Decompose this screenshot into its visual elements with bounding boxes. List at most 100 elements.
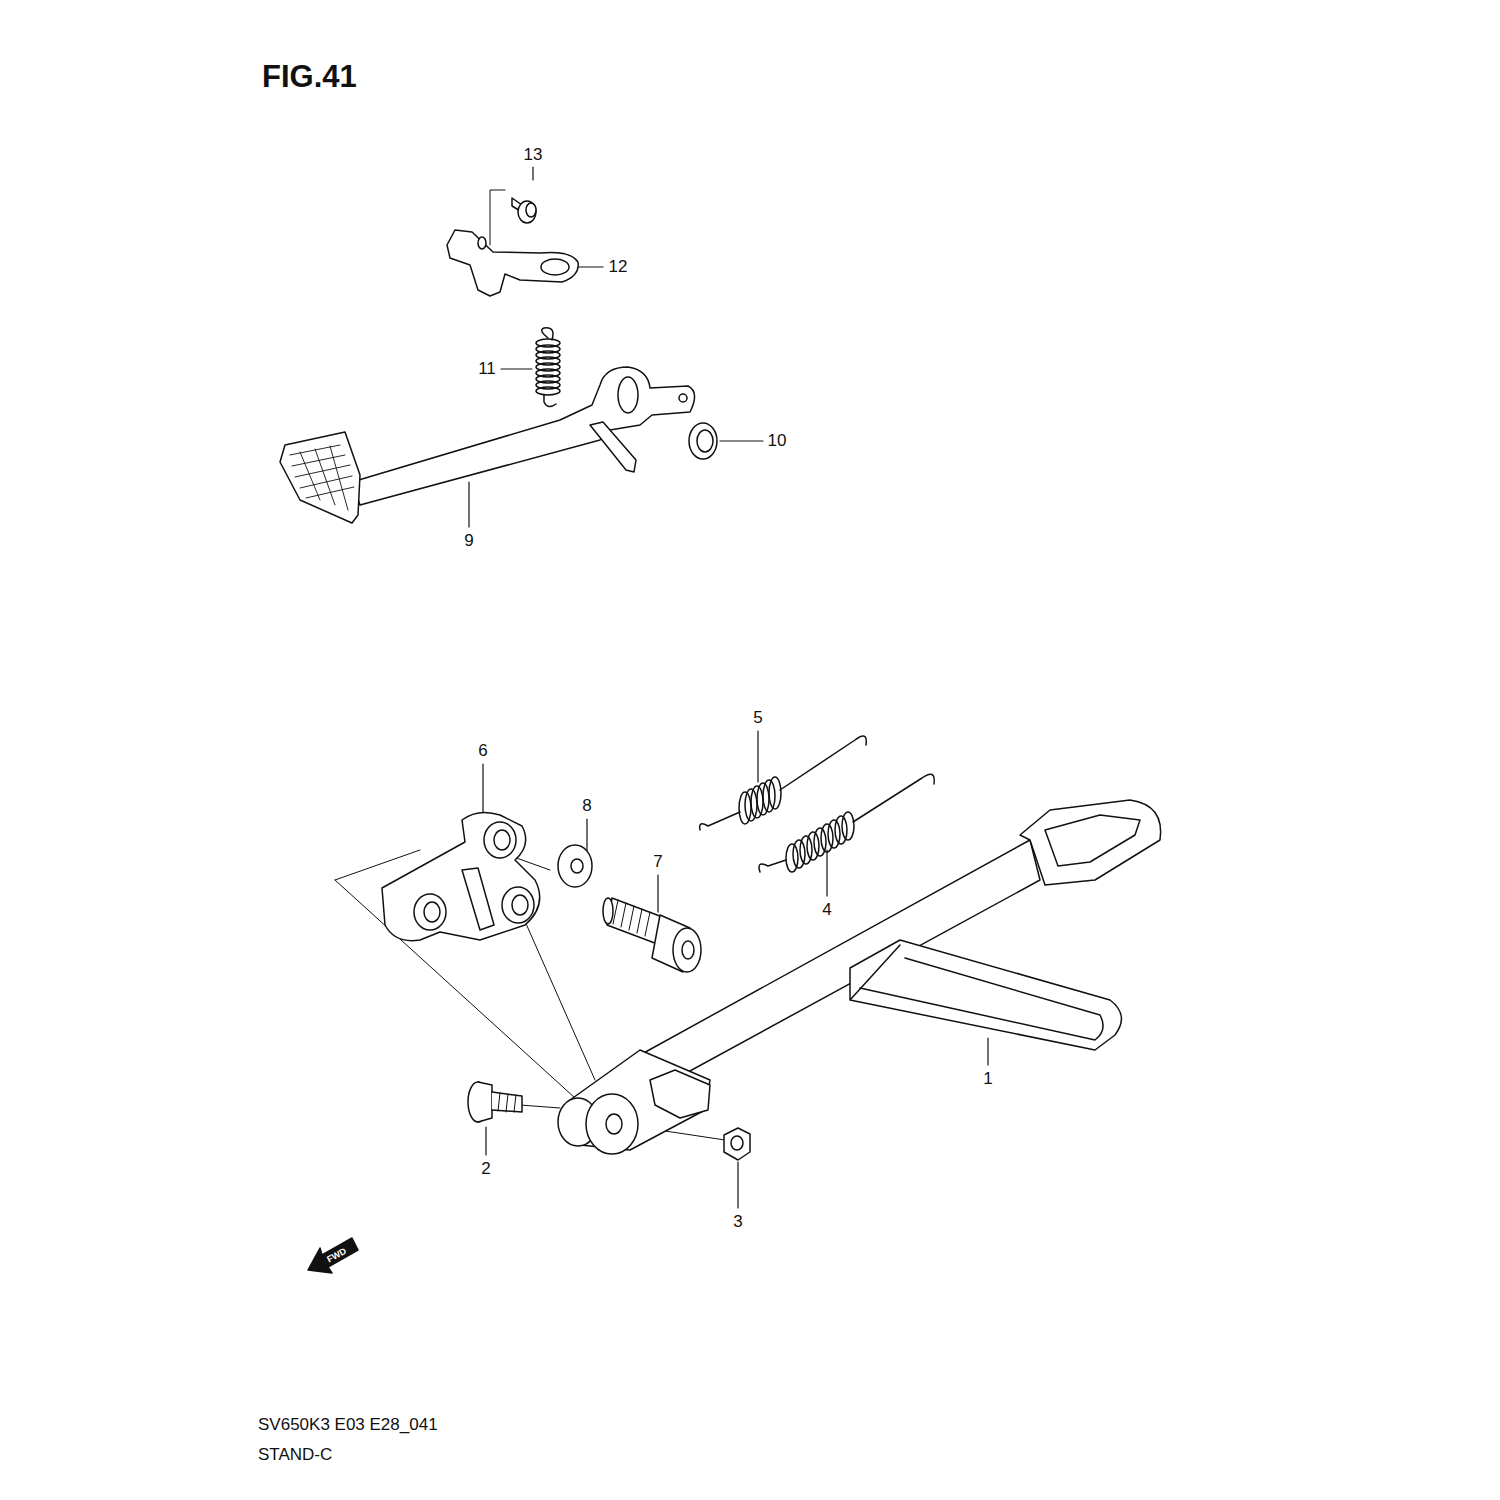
callout-number: 6 [478, 742, 487, 761]
spring-part [536, 387, 560, 395]
fwd-arrow [308, 1238, 358, 1273]
leader-line-part [532, 167, 533, 180]
shift-pedal-part [679, 394, 687, 402]
stand-bracket-part [512, 895, 528, 915]
shift-pedal [280, 367, 695, 523]
nut [724, 1128, 750, 1160]
bolt-part [526, 203, 536, 217]
assembly-line-part [520, 1105, 560, 1108]
spring-part [814, 828, 826, 856]
callout-number: 2 [481, 1160, 490, 1179]
washer-part [697, 430, 713, 452]
bracket-part [541, 259, 569, 275]
spring-part [793, 840, 805, 868]
callout-number: 10 [768, 432, 787, 451]
callout-number: 4 [822, 901, 831, 920]
shift-pedal-part [618, 377, 638, 413]
spring [536, 328, 560, 407]
callout-number: 13 [524, 146, 543, 165]
bolt-part [498, 1093, 516, 1112]
shift-pedal-part [280, 432, 360, 523]
spring-part [835, 816, 847, 844]
side-stand-part [650, 1070, 710, 1118]
assembly-line-part [520, 910, 595, 1080]
stand-bracket-part [424, 902, 440, 922]
spring-part [842, 812, 854, 840]
stand-bracket-part [502, 887, 534, 923]
bolt-part [682, 941, 694, 959]
bolt [512, 198, 536, 223]
spring-part [800, 836, 812, 864]
leader-line-part [501, 368, 532, 369]
leader-line-part [468, 482, 469, 527]
side-stand-part [1045, 815, 1140, 866]
section-name: STAND-C [258, 1446, 332, 1465]
side-stand-part [606, 1114, 622, 1134]
side-stand [558, 800, 1161, 1154]
washer-part [689, 423, 717, 459]
bolt-part [603, 898, 613, 924]
stand-bracket-part [494, 830, 510, 850]
bolt [603, 898, 701, 972]
leader-line-part [586, 819, 587, 852]
side-stand-part [586, 1094, 638, 1154]
spring-part [700, 812, 740, 830]
bolt-part [492, 1092, 522, 1112]
callout-number: 11 [478, 360, 496, 379]
nut-part [724, 1128, 750, 1160]
leader-line-part [987, 1038, 988, 1065]
bolt [468, 1082, 522, 1122]
leader-line-part [657, 875, 658, 912]
callout-number: 3 [733, 1213, 742, 1232]
spring-part [786, 844, 798, 872]
callout-number: 1 [983, 1070, 992, 1089]
nut-part [731, 1136, 743, 1150]
callout-number: 7 [653, 853, 662, 872]
spring-part [807, 832, 819, 860]
shift-pedal-part [590, 422, 636, 472]
bolt-part [478, 1082, 492, 1122]
leader-line-part [757, 731, 758, 782]
figure-title: FIG.41 [262, 60, 357, 94]
bolt-part [518, 201, 536, 223]
stand-bracket-part [462, 868, 494, 930]
callout-number: 12 [609, 258, 628, 277]
spring-part [542, 328, 553, 340]
side-stand-part [1020, 800, 1161, 885]
callout-number: 8 [582, 797, 591, 816]
washer [689, 423, 717, 459]
fwd-arrow-part [308, 1238, 358, 1273]
spring-part [769, 777, 781, 809]
bolt-part [613, 900, 650, 936]
spring [759, 774, 934, 872]
leader-line-part [485, 1127, 486, 1155]
bracket [447, 230, 578, 296]
assembly-line-part [490, 190, 505, 245]
spring-part [828, 820, 840, 848]
stand-bracket-part [382, 812, 540, 940]
assembly-line [335, 190, 725, 1140]
bracket-part [447, 230, 578, 296]
bracket-part [478, 237, 486, 249]
spring-part [759, 860, 786, 872]
spring-part [780, 736, 866, 790]
spring-part [821, 824, 833, 852]
leader-line-part [737, 1162, 738, 1208]
washer [558, 845, 592, 887]
callout-number: 9 [464, 532, 473, 551]
stand-bracket-part [484, 822, 516, 858]
washer-part [571, 859, 583, 873]
shift-pedal-part [290, 445, 354, 510]
stand-bracket [382, 812, 540, 940]
washer-part [558, 845, 592, 887]
leader-line-part [482, 764, 483, 812]
shift-pedal-part [352, 367, 695, 505]
leader-line-part [720, 440, 763, 441]
callout-number: 5 [753, 709, 762, 728]
side-stand-part [860, 958, 1103, 1040]
leader-line-part [826, 850, 827, 896]
bolt-part [673, 928, 701, 972]
stand-bracket-part [414, 894, 446, 930]
drawing-code: SV650K3 E03 E28_041 [258, 1416, 438, 1435]
